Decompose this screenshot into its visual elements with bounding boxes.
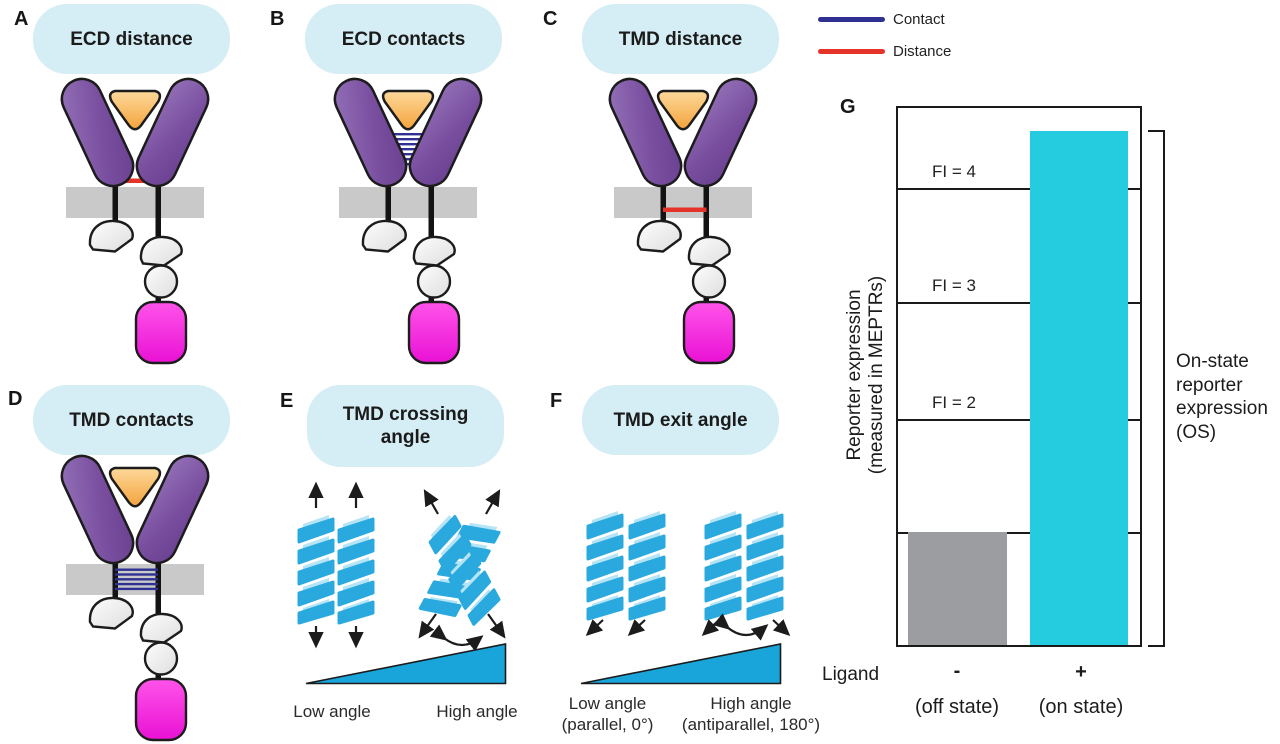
parallel-arrows-icon [308,481,364,649]
f-low-angle-line2: (parallel, 0°) [561,715,654,734]
panel-e-title: TMD crossing angle [342,404,469,448]
reporter-expression-chart: FI = 4 FI = 3 FI = 2 [896,106,1142,647]
ligand-plus-label: + [1075,661,1087,683]
panel-b-title-pill: ECD contacts [305,4,502,74]
panel-d-title-pill: TMD contacts [33,385,230,455]
receptor-diagram-ecd-distance [54,71,216,365]
gridline-fi1 [898,532,1140,534]
f-high-angle-label: High angle (antiparallel, 180°) [672,693,830,735]
y-axis-label-line1: Reporter expression [844,289,865,461]
panel-b-letter: B [270,8,285,30]
receptor-diagram-tmd-contacts [54,448,216,742]
on-state-bar [1030,131,1128,645]
e-low-angle-label: Low angle [293,702,371,721]
off-state-label: (off state) [914,696,1000,718]
panel-c-title-pill: TMD distance [582,4,779,74]
legend-distance-label: Distance [893,43,952,60]
panel-a-title: ECD distance [70,28,193,50]
panel-c-letter: C [543,8,558,30]
distance-line-icon [818,49,885,54]
legend-contact-label: Contact [893,11,945,28]
panel-d-title: TMD contacts [69,409,194,431]
crossing-angle-ramp-icon [305,643,507,685]
panel-e-title-pill: TMD crossing angle [307,385,504,467]
helix-pair-antiparallel-exit [701,509,791,641]
antiparallel-exit-arrows-icon [701,613,791,641]
receptor-diagram-tmd-distance [602,71,764,365]
f-high-angle-line2: (antiparallel, 180°) [681,715,821,734]
contact-line-icon [818,17,885,22]
ecd-distance-line [115,178,159,183]
helix-pair-high-crossing-angle [418,489,506,652]
on-state-label: (on state) [1038,696,1124,718]
receptor-diagram-ecd-contacts [327,71,489,365]
tmd-contact-stripes [115,568,158,591]
panel-f-title: TMD exit angle [613,409,748,431]
f-low-angle-line1: Low angle [568,694,647,713]
off-state-bar [908,532,1007,645]
f-low-angle-label: Low angle (parallel, 0°) [550,693,665,735]
on-state-bracket-label: On-state reporter expression (OS) [1176,351,1268,443]
exit-angle-ramp-icon [580,643,782,685]
parallel-exit-arrows-icon [585,619,646,636]
on-state-bracket-icon [1148,130,1165,647]
panel-a-letter: A [14,8,29,30]
ligand-minus-label: - [953,660,961,682]
gridline-fi4 [898,188,1140,190]
fi2-label: FI = 2 [932,393,976,412]
ligand-axis-label: Ligand [822,664,880,685]
panel-f-title-pill: TMD exit angle [582,385,779,455]
f-high-angle-line1: High angle [710,694,792,713]
panel-g-letter: G [840,96,856,118]
panel-a-title-pill: ECD distance [33,4,230,74]
e-high-angle-label: High angle [436,702,518,721]
panel-e-letter: E [280,390,294,412]
helix-pair-parallel-exit [585,509,666,636]
helix-pair-low-crossing-angle [297,481,375,649]
panel-f-letter: F [550,390,563,412]
tmd-distance-line [663,207,707,212]
fi3-label: FI = 3 [932,276,976,295]
y-axis-label: Reporter expression (measured in MEPTRs) [844,190,888,560]
panel-b-title: ECD contacts [341,28,466,50]
gridline-fi3 [898,302,1140,304]
diverging-arrows-icon [418,489,506,652]
y-axis-label-line2: (measured in MEPTRs) [866,275,887,475]
panel-d-letter: D [8,388,23,410]
gridline-fi2 [898,419,1140,421]
fi4-label: FI = 4 [932,162,976,181]
panel-c-title: TMD distance [618,28,743,50]
